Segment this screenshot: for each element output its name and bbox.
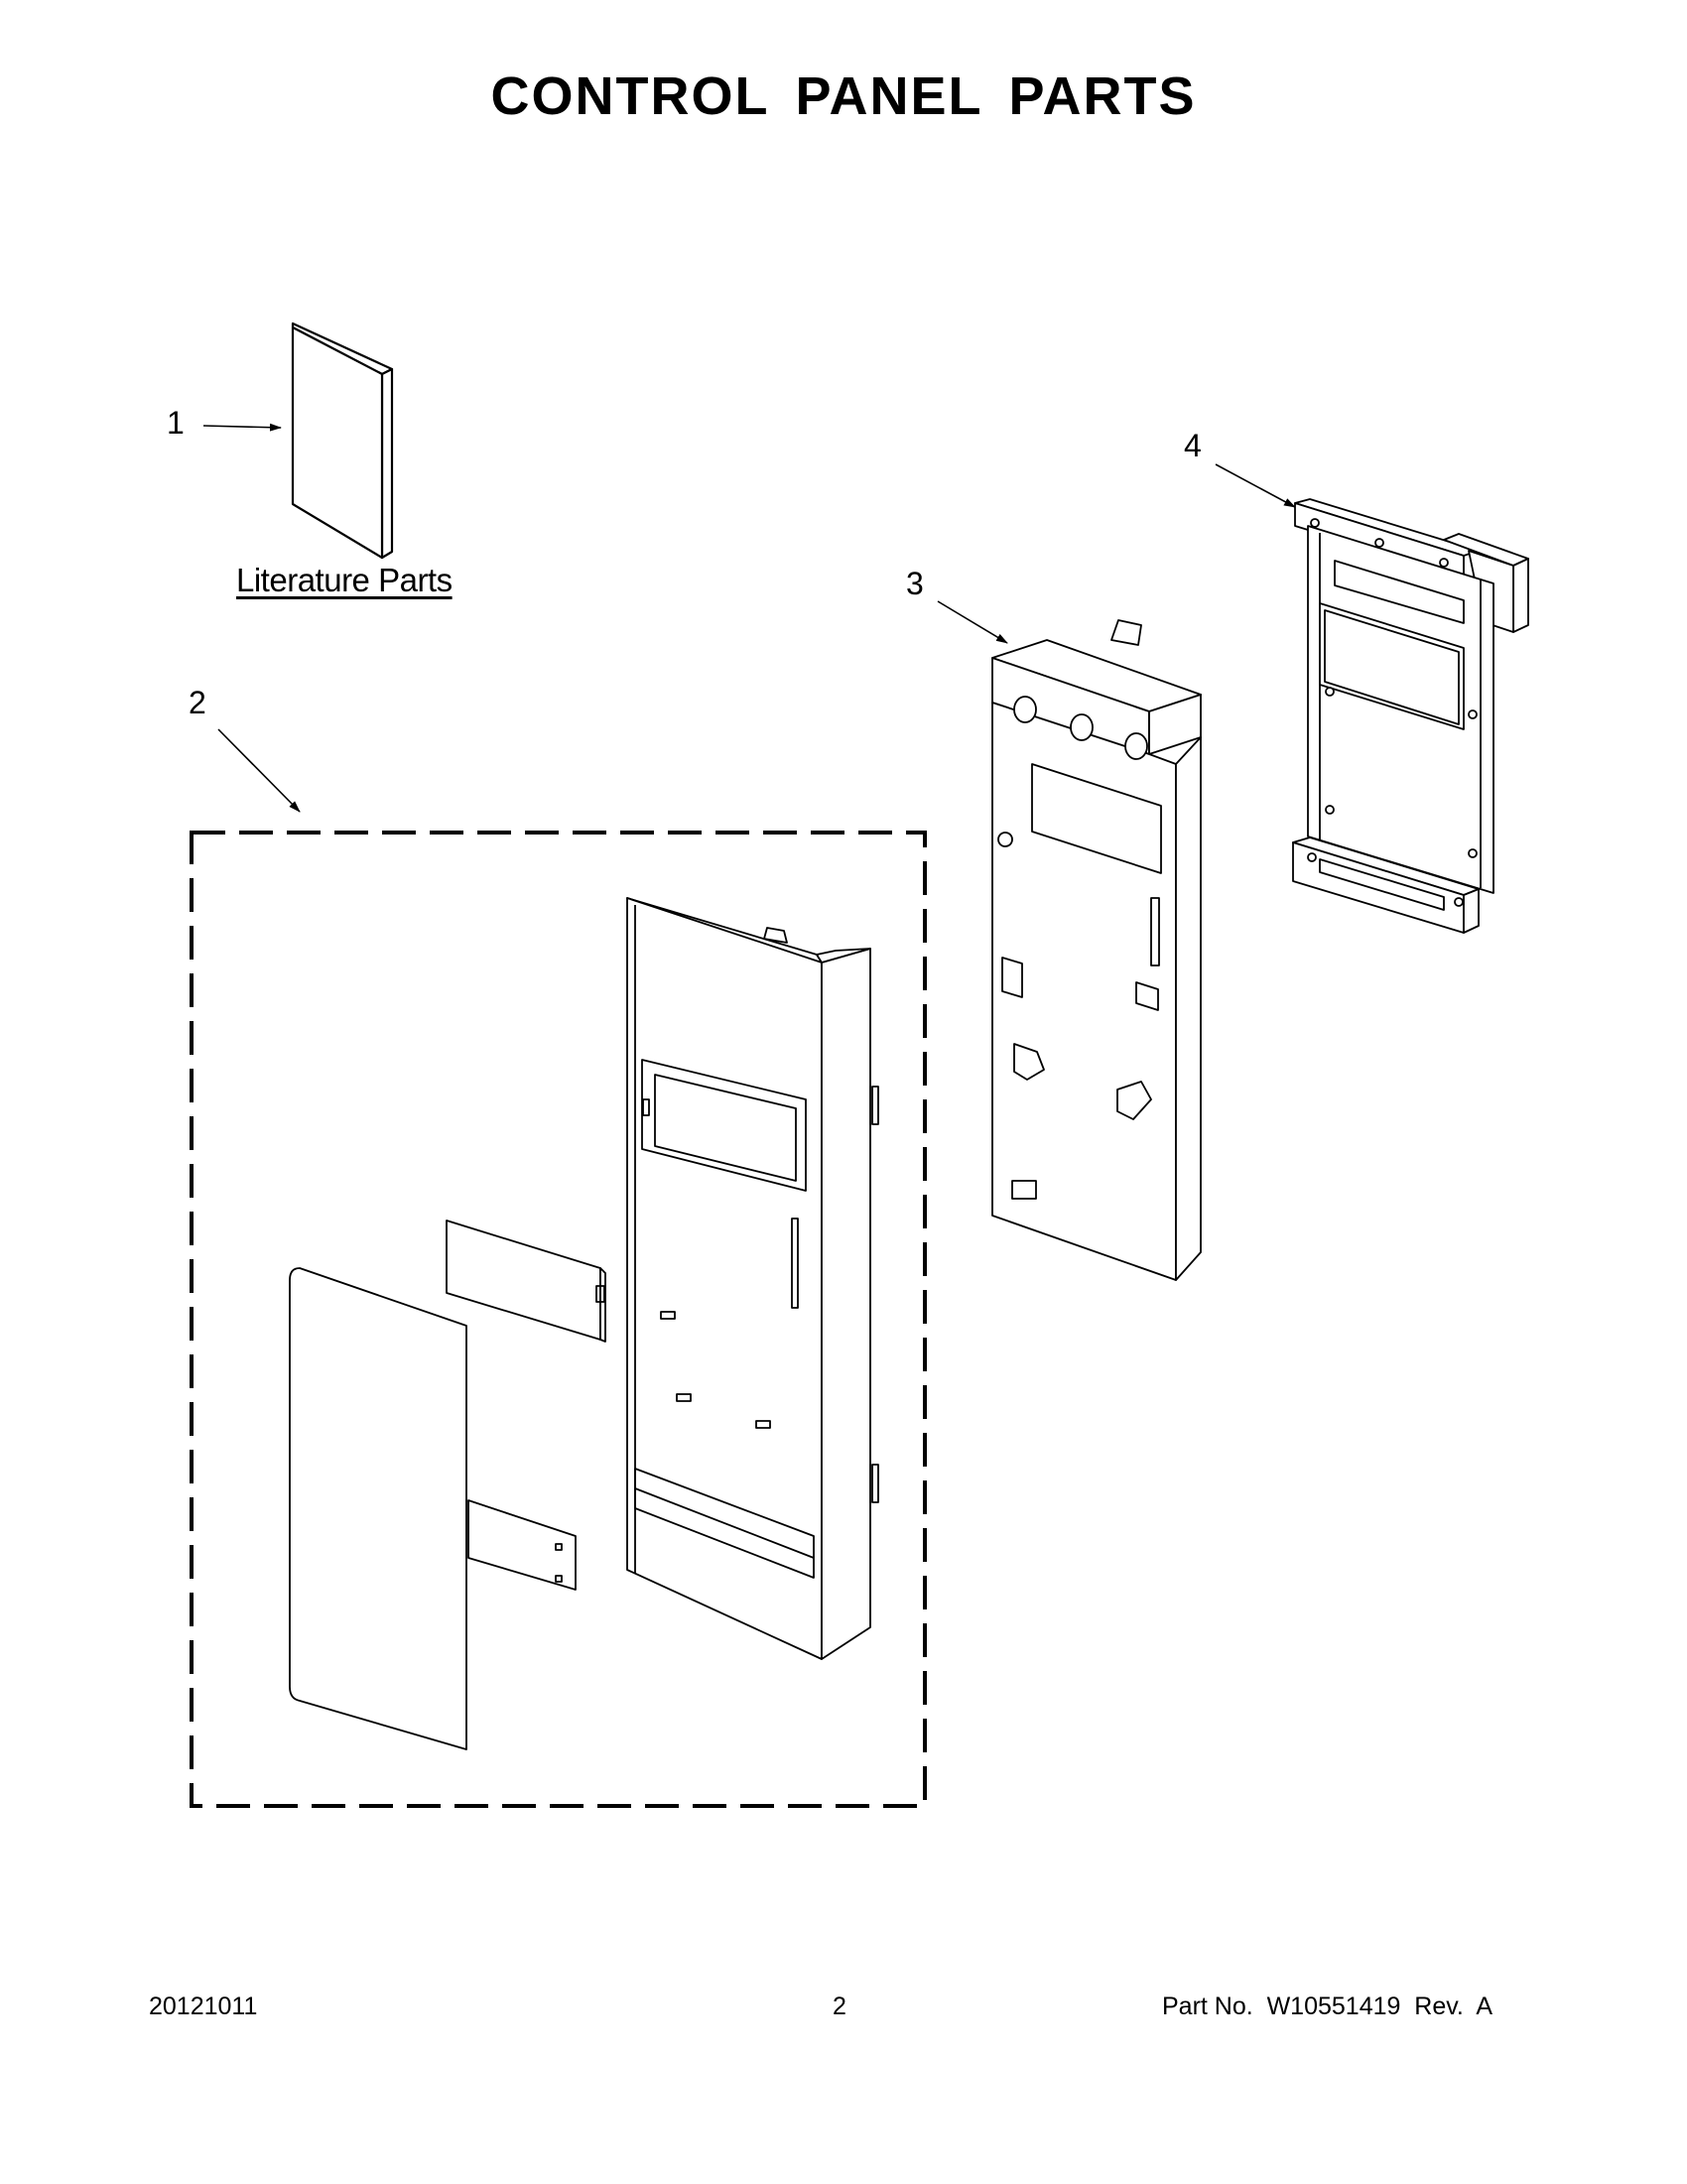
footer-date: 20121011 [149, 1992, 258, 2020]
callout-2: 2 [189, 685, 206, 720]
touchpad-overlay [289, 1267, 577, 1750]
control-panel-assembly-box [190, 831, 927, 1808]
callout-1: 1 [167, 405, 185, 441]
control-board [1292, 498, 1529, 934]
callout-3: 3 [906, 566, 924, 601]
literature-parts-label: Literature Parts [236, 562, 453, 598]
display-window-lens [446, 1220, 606, 1343]
leader-1 [202, 423, 282, 432]
control-panel-bracket [991, 619, 1202, 1281]
control-panel-front [626, 897, 879, 1660]
leader-lines [202, 423, 1296, 813]
footer-part-number: Part No. W10551419 Rev. A [1162, 1992, 1493, 2020]
literature-booklet [291, 321, 394, 560]
leader-3 [937, 600, 1008, 644]
leader-4 [1215, 463, 1296, 508]
callout-4: 4 [1184, 428, 1202, 463]
footer-page-number: 2 [833, 1992, 846, 2020]
page-title: CONTROL PANEL PARTS [490, 66, 1197, 126]
leader-2 [217, 728, 301, 813]
